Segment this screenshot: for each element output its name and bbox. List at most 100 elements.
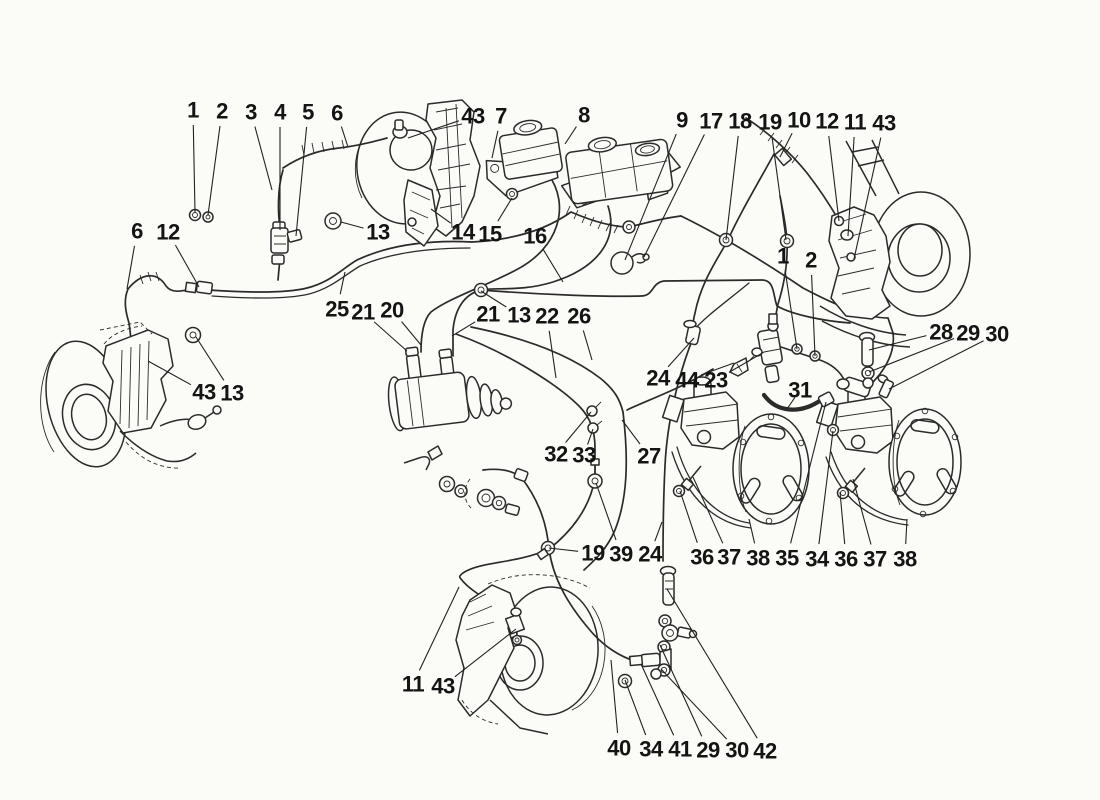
leader-line-6-5: [340, 126, 349, 148]
tank-dividers: [570, 143, 668, 198]
leader-line-41-59: [640, 663, 675, 736]
callout-24-46: 24: [638, 542, 663, 567]
caliper-bracket: [403, 179, 439, 247]
leader-line-25-25: [339, 271, 346, 295]
leader-line-30-61: [660, 668, 728, 740]
leader-line-37-48: [692, 476, 724, 544]
grommet-13-hole: [329, 217, 337, 225]
bleed-screw-center: [514, 637, 520, 643]
brake-booster-right: [815, 376, 962, 518]
pipe-clip-hole: [626, 224, 632, 230]
nut-15-hole: [509, 191, 515, 197]
link-ring-1: [438, 475, 456, 493]
valve-washer: [751, 347, 763, 357]
bracket-hole: [490, 163, 500, 173]
hose-fitting: [504, 613, 526, 635]
port-nut-1: [404, 346, 419, 357]
inlet-boss: [850, 434, 866, 450]
mount-washer: [672, 484, 686, 498]
pipe-spring-guard-ticks: [565, 205, 619, 234]
leader-line-27-43: [621, 419, 641, 445]
washer-a-hole: [661, 617, 669, 625]
grommet-19: [779, 233, 795, 249]
callout-41-59: 41: [668, 737, 692, 762]
leader-line-38-54: [905, 518, 908, 545]
hose-banjo: [840, 229, 854, 241]
tie-rod-end: [212, 405, 222, 415]
mount-lines: [489, 699, 549, 735]
hub-bore: [70, 393, 108, 441]
leader-line-33-42: [587, 428, 594, 445]
callout-2-1: 2: [216, 99, 228, 124]
callout-6-17: 6: [131, 219, 143, 244]
leader-line-3-2: [254, 126, 273, 191]
leader-line-40-57: [610, 659, 619, 734]
cap-2-inner: [640, 145, 655, 154]
callout-9-9: 9: [676, 108, 688, 133]
leader-line-26-31: [582, 330, 593, 361]
flange-bolts: [891, 407, 959, 518]
bolt-30: [878, 378, 895, 399]
cap-1-inner: [593, 140, 611, 150]
leader-line-19-12: [771, 136, 787, 241]
callout-2-33: 2: [805, 248, 817, 273]
drum-flange: [888, 408, 962, 516]
callout-43-6: 43: [461, 104, 485, 129]
leader-line-24-46: [654, 521, 663, 542]
union-lower-fitting: [271, 254, 285, 265]
leader-line-2-1: [207, 125, 221, 216]
retainer-wire: [403, 456, 431, 471]
rotor-edge: [40, 351, 56, 453]
caliper-hatching: [837, 213, 877, 295]
callout-10-13: 10: [787, 108, 811, 133]
panel-arc-dashed: [464, 478, 472, 509]
leader-line-31-37: [786, 397, 796, 410]
valve-lower-fitting: [764, 364, 780, 384]
leader-line-21-28: [451, 321, 476, 337]
ball-joint: [187, 413, 207, 431]
callout-22-30: 22: [535, 304, 559, 329]
fitting-33-stub: [596, 420, 603, 426]
brake-assembly-top-right: [819, 139, 971, 348]
caliper-hatching: [119, 340, 150, 429]
leader-line-39-45: [595, 482, 617, 541]
hook-pin: [642, 253, 650, 261]
link-ring-2: [491, 495, 507, 511]
leader-line-36-52: [839, 491, 846, 545]
bleed-screw: [511, 634, 523, 646]
elbow-banjo: [836, 378, 850, 390]
port-nut-2: [438, 348, 453, 359]
leader-line-42-62: [666, 588, 758, 739]
fitting-cap: [510, 607, 522, 617]
leader-line-13-20: [195, 336, 225, 381]
callout-5-4: 5: [302, 100, 314, 125]
kidney-slot-left: [893, 470, 915, 497]
fluid-reservoir-large: [560, 136, 681, 209]
link-washer-hole: [458, 488, 464, 494]
hose-union-12-left: [195, 280, 214, 295]
valve-outlet-pipe: [626, 368, 714, 411]
three-way-union: [270, 227, 289, 254]
leader-line-30-36: [888, 340, 984, 390]
leader-line-19-44: [548, 547, 579, 552]
callout-31-37: 31: [788, 378, 812, 403]
leader-line-11-15: [847, 136, 855, 237]
callout-38-54: 38: [893, 547, 917, 572]
washer-29: [861, 366, 875, 380]
washer-29-hole: [864, 369, 872, 377]
callout-38-49: 38: [746, 546, 770, 571]
clip-19-tab: [536, 547, 550, 561]
grommet-13c: [473, 282, 489, 298]
body-ribs: [406, 378, 425, 427]
callout-30-61: 30: [725, 738, 749, 763]
callout-35-50: 35: [775, 546, 799, 571]
callout-43-19: 43: [192, 380, 216, 405]
banjo-39-hole: [591, 477, 599, 485]
callout-20-27: 20: [380, 298, 404, 323]
washer-c2: [650, 668, 662, 680]
front-left-hose-ticks: [301, 139, 345, 156]
valve-body: [757, 328, 783, 366]
rotor-edge: [571, 605, 606, 711]
callout-43-16: 43: [872, 111, 896, 136]
